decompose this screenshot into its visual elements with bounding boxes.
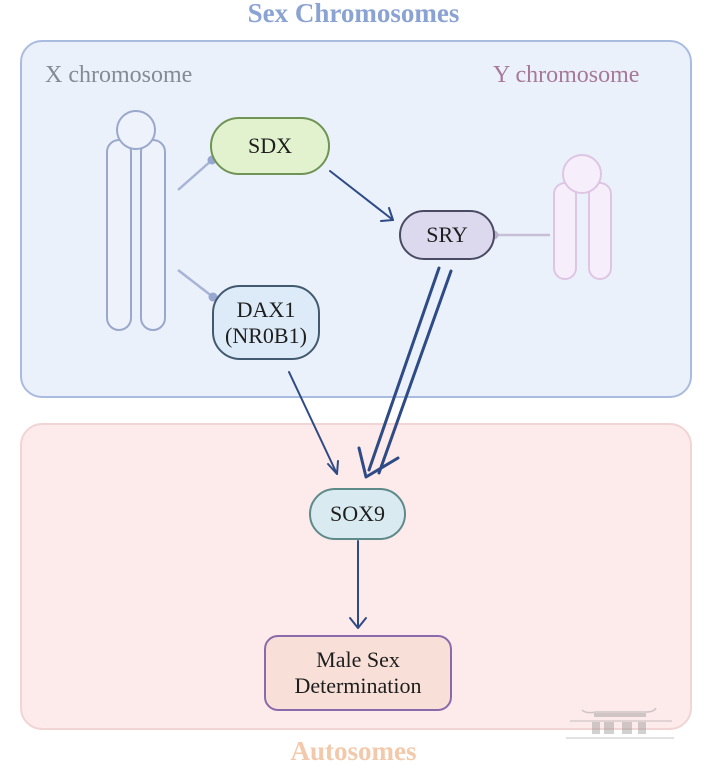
- determination-label: Determination: [294, 673, 422, 698]
- x-chromosome-icon: [106, 110, 166, 331]
- sry-node: SRY: [399, 210, 495, 260]
- link-x-dax1: [177, 269, 214, 298]
- arrow-sdx-to-sry: [329, 170, 394, 222]
- arrow-dax1-to-sox9: [288, 371, 339, 475]
- male-sex-label: Male Sex: [316, 647, 400, 672]
- sox9-label: SOX9: [329, 501, 385, 526]
- sdx-node: SDX: [210, 117, 330, 175]
- link-x-sdx: [177, 159, 213, 191]
- autosomes-title: Autosomes: [290, 736, 417, 766]
- sry-label: SRY: [426, 222, 468, 247]
- arrow-sox9-to-male-sex-determination: [349, 540, 367, 629]
- y-chromosome-label: Y chromosome: [493, 62, 640, 88]
- sex-chromosomes-title: Sex Chromosomes: [247, 0, 460, 28]
- dax1-label: DAX1: [236, 296, 296, 322]
- building-watermark-icon: [566, 707, 674, 739]
- dax1-node: DAX1 (NR0B1): [212, 285, 320, 360]
- association-links: [177, 159, 550, 298]
- x-chromosome-label: X chromosome: [45, 62, 193, 88]
- male-sex-determination-node: Male Sex Determination: [264, 635, 452, 711]
- sox9-node: SOX9: [309, 488, 406, 540]
- y-chromosome-icon: [553, 154, 612, 280]
- sdx-label: SDX: [247, 133, 292, 158]
- nr0b1-label: (NR0B1): [225, 322, 307, 348]
- double-arrow-sry-to-sox9: [357, 266, 453, 479]
